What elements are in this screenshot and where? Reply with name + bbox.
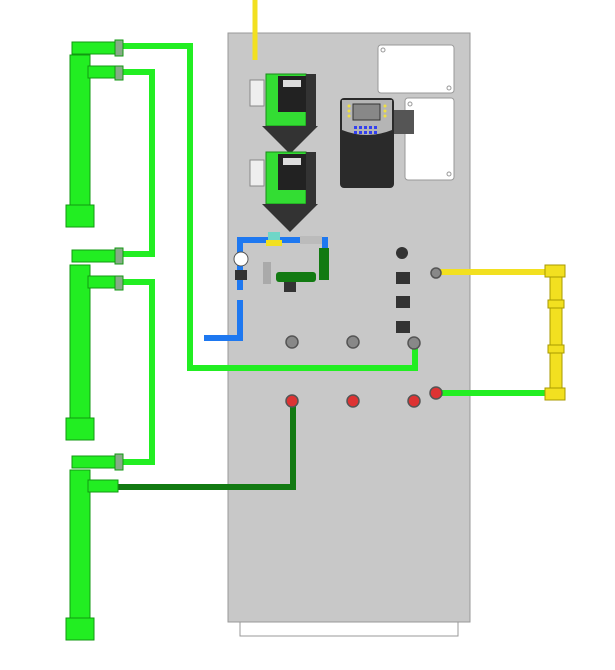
green-vertical-pipe-2: [65, 247, 124, 441]
yellow-vertical-pipe: [544, 264, 566, 401]
green-vertical-pipe-3: [65, 453, 124, 641]
sensor-fittings: [396, 247, 410, 333]
junction-box-2: [404, 97, 455, 181]
dark-green-pipe: [100, 402, 296, 490]
dosing-pump-1: [249, 73, 318, 154]
dosing-pump-2: [249, 151, 318, 232]
sample-loop: [233, 232, 329, 292]
controller-keypad: [354, 126, 377, 134]
blue-pipe: [204, 300, 243, 341]
pressure-gauge-icon: [233, 251, 249, 267]
controller-display: [352, 103, 381, 121]
junction-box-1: [377, 44, 455, 94]
green-pipe-network: [120, 43, 548, 465]
ports: [285, 267, 443, 408]
controller-unit: [340, 98, 414, 188]
green-vertical-pipe-1: [65, 39, 124, 228]
